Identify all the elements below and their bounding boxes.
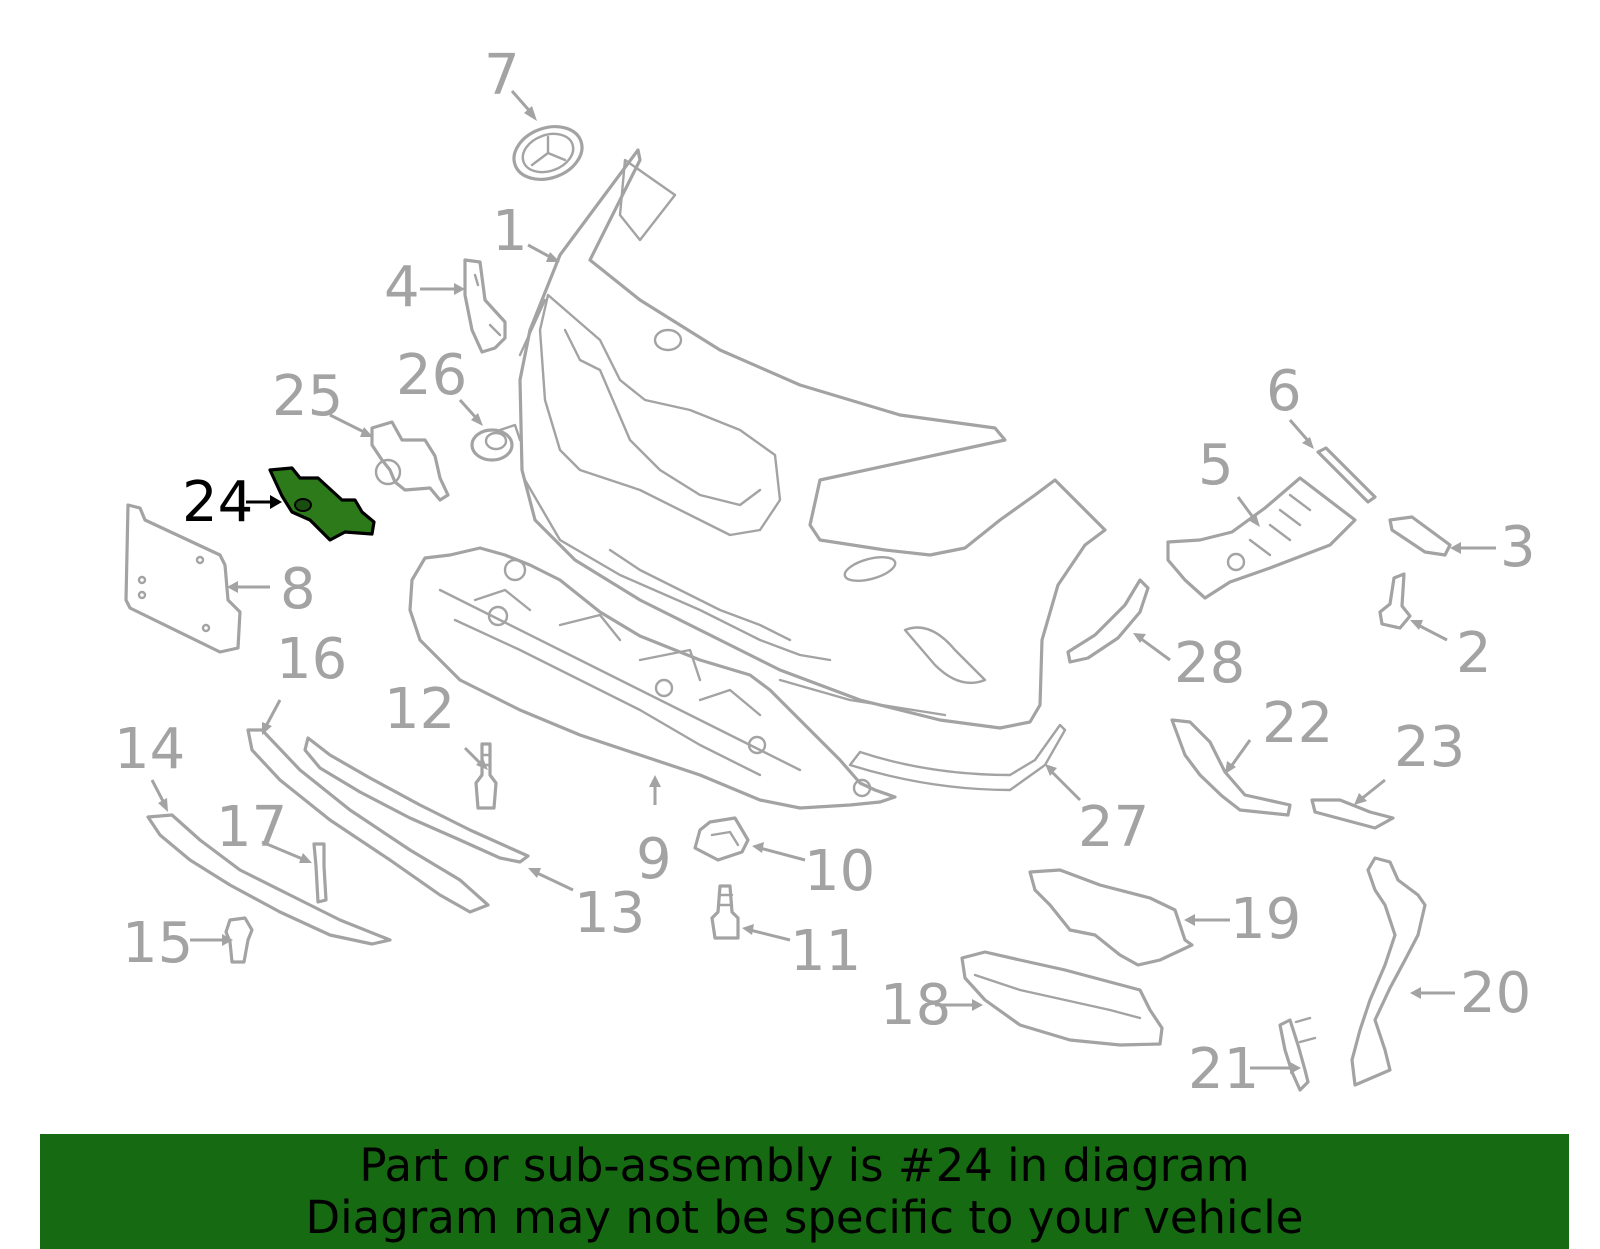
callout-4: 4	[384, 255, 420, 320]
part-1-bumper-cover	[518, 148, 1107, 792]
callout-2: 2	[1456, 621, 1492, 686]
callout-22: 22	[1262, 691, 1333, 756]
callout-14: 14	[114, 717, 185, 782]
part-15-clip	[224, 916, 254, 964]
callout-labels: 7 1 4 26 25 24 8 6 5 3 2 28 22 23 27 16 …	[114, 43, 1536, 1102]
callout-8: 8	[280, 557, 316, 622]
callout-23: 23	[1394, 715, 1465, 780]
part-19-grille-bracket	[1028, 868, 1194, 967]
callout-28: 28	[1174, 631, 1245, 696]
callout-25: 25	[272, 364, 343, 429]
callout-27: 27	[1078, 795, 1149, 860]
banner-line-disclaimer: Diagram may not be specific to your vehi…	[305, 1190, 1304, 1244]
leader-arrows	[150, 90, 1496, 1074]
part-9-undertray	[408, 546, 897, 810]
part-8-license-plate-bracket	[124, 503, 242, 654]
callout-19: 19	[1230, 887, 1301, 952]
part-11-bolt	[710, 884, 740, 940]
part-10-clip	[693, 816, 750, 862]
part-24-highlighted-bracket	[268, 466, 376, 542]
callout-21: 21	[1188, 1037, 1259, 1102]
info-banner: Part or sub-assembly is #24 in diagram D…	[40, 1134, 1569, 1249]
part-6-strip	[1316, 446, 1377, 504]
part-5-bracket	[1166, 476, 1357, 600]
callout-18: 18	[880, 973, 951, 1038]
part-23-trim	[1310, 798, 1395, 830]
part-13-trim-strip	[303, 736, 530, 864]
callout-9: 9	[636, 827, 672, 892]
part-26-sensor	[470, 423, 522, 462]
callout-1: 1	[492, 199, 528, 264]
part-16-trim-strip	[246, 728, 490, 914]
part-25-sensor-bracket	[370, 420, 450, 502]
callout-10: 10	[804, 839, 875, 904]
part-28-trim	[1066, 578, 1150, 664]
callout-5: 5	[1198, 433, 1234, 498]
part-7-emblem	[512, 125, 584, 181]
callout-7: 7	[484, 43, 520, 108]
part-20-trim	[1350, 856, 1427, 1087]
callout-17: 17	[216, 795, 287, 860]
callout-11: 11	[790, 919, 861, 984]
callout-15: 15	[122, 911, 193, 976]
part-3-clip	[1388, 515, 1452, 557]
callout-6: 6	[1266, 359, 1302, 424]
part-17-clip	[312, 842, 328, 904]
callout-3: 3	[1500, 515, 1536, 580]
callout-12: 12	[384, 677, 455, 742]
callout-24: 24	[182, 470, 253, 535]
part-2-bolt	[1378, 572, 1412, 630]
part-4-bracket	[463, 258, 507, 354]
part-14-trim-strip	[146, 813, 392, 946]
callout-26: 26	[396, 343, 467, 408]
part-18-grille	[960, 950, 1164, 1047]
part-22-bracket	[1170, 718, 1292, 817]
banner-line-part-number: Part or sub-assembly is #24 in diagram	[359, 1138, 1250, 1192]
callout-13: 13	[574, 881, 645, 946]
callout-16: 16	[276, 627, 347, 692]
part-12-bolt	[474, 742, 498, 810]
callout-20: 20	[1460, 961, 1531, 1026]
part-21-clip	[1278, 1016, 1317, 1092]
